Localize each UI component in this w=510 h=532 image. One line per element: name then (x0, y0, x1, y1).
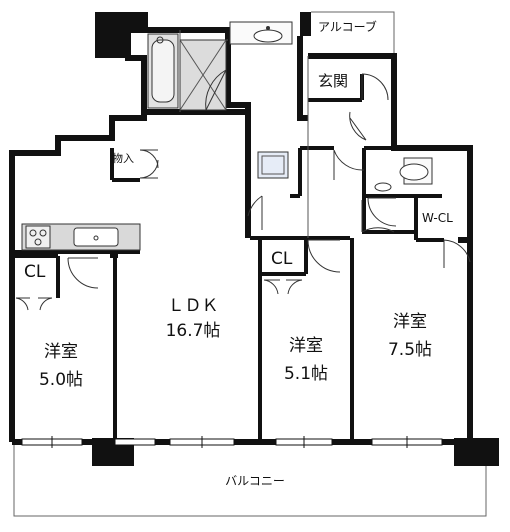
bathtub-inner (151, 39, 175, 103)
bath-door-swing (205, 69, 227, 111)
room1-name: 洋室 (44, 342, 78, 362)
structural-column-top (95, 12, 148, 58)
cl-left-label: CL (24, 262, 46, 282)
room1-size: 5.0帖 (38, 370, 84, 390)
alcove-outline (311, 11, 395, 56)
room2-size: 5.1帖 (283, 364, 329, 384)
windows (21, 436, 443, 448)
room2-name: 洋室 (289, 336, 323, 356)
alcove-label: アルコーブ (318, 20, 377, 34)
room3-name: 洋室 (393, 312, 427, 332)
stove-icon (25, 225, 51, 249)
interior-walls (12, 38, 444, 442)
door-swings (15, 73, 471, 311)
toilet-bowl (399, 163, 429, 181)
storage-label: 物入 (112, 152, 134, 165)
kitchen-sink (73, 227, 119, 247)
structural-column-top-right (300, 12, 311, 36)
structural-column-bottom-right (454, 438, 499, 466)
cl-mid-label: CL (271, 249, 293, 269)
room3-size: 7.5帖 (387, 340, 433, 360)
ldk-size: 16.7帖 (165, 321, 221, 341)
washbasin-sink (253, 29, 283, 43)
balcony-label: バルコニー (225, 474, 285, 488)
ldk-name: ＬＤＫ (167, 296, 219, 316)
toilet-sink (374, 182, 392, 192)
entrance-label: 玄関 (318, 72, 349, 90)
wcl-label: W-CL (422, 211, 453, 225)
bath-drain-icon (156, 36, 164, 44)
